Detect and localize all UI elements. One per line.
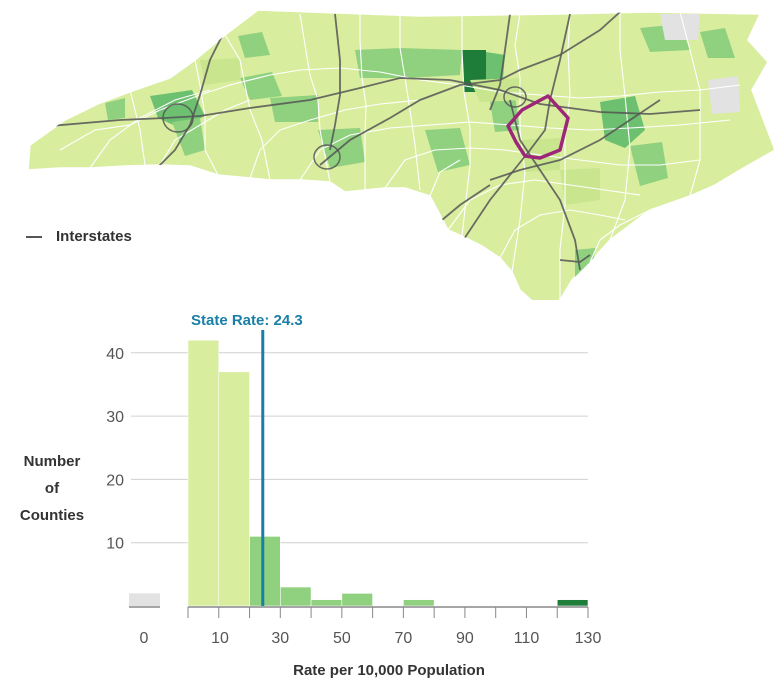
state-rate-marker: State Rate: 24.3: [191, 312, 303, 606]
y-tick-label: 40: [106, 346, 124, 363]
histogram-bar: [218, 371, 250, 607]
county-region[interactable]: [240, 72, 282, 100]
county-region[interactable]: [630, 142, 668, 186]
x-tick-labels: 0 10 30 50 70 90 110 130: [140, 630, 602, 647]
county-region[interactable]: [708, 76, 740, 114]
highlighted-county-outline[interactable]: [506, 94, 570, 160]
nc-county-map[interactable]: [0, 0, 777, 300]
county-region[interactable]: [660, 14, 700, 40]
x-axis-title: Rate per 10,000 Population: [293, 662, 485, 679]
city-ring-loops: [162, 86, 527, 170]
county-region[interactable]: [400, 48, 462, 78]
y-axis-title-line: of: [45, 480, 60, 497]
y-axis-title-line: Counties: [20, 507, 84, 524]
x-tick-label: 70: [394, 630, 412, 647]
histogram-bar: [403, 599, 435, 607]
county-region[interactable]: [700, 28, 735, 58]
histogram-bars: [129, 339, 589, 607]
y-tick-label: 30: [106, 409, 124, 426]
histogram-bar: [187, 339, 220, 607]
county-region[interactable]: [105, 98, 125, 120]
map-legend: Interstates: [26, 228, 132, 245]
no-data-bar: [129, 593, 160, 606]
y-tick-label: 10: [106, 536, 124, 553]
histogram-bar: [249, 536, 281, 607]
interstate-lines: [49, 11, 701, 271]
county-region[interactable]: [200, 58, 240, 85]
x-tick-label: 130: [575, 630, 602, 647]
histogram-bar: [280, 586, 312, 607]
county-region[interactable]: [355, 48, 405, 78]
y-tick-label: 20: [106, 472, 124, 489]
x-tick-label: 50: [333, 630, 351, 647]
histogram-bar: [341, 593, 373, 607]
x-tick-label: 110: [514, 630, 540, 647]
county-region[interactable]: [270, 95, 318, 122]
state-rate-label: State Rate: 24.3: [191, 312, 303, 329]
x-tick-label: 10: [211, 630, 229, 647]
interstate-legend-label: Interstates: [56, 228, 132, 245]
x-tick-label: 0: [140, 630, 149, 647]
y-axis-title-line: Number: [24, 453, 81, 470]
county-region[interactable]: [600, 96, 645, 148]
x-axis: [129, 606, 589, 618]
interstate-legend-swatch: [26, 235, 42, 238]
y-tick-labels: 10 20 30 40: [106, 346, 124, 553]
histogram-bar: [310, 599, 343, 607]
x-tick-label: 90: [456, 630, 474, 647]
x-tick-label: 30: [271, 630, 289, 647]
histogram-bar: [556, 599, 589, 607]
rate-histogram: 10 20 30 40 0 10 30 50 70 90 110 130 State Rate: 2…: [20, 312, 602, 679]
county-region[interactable]: [238, 32, 270, 58]
